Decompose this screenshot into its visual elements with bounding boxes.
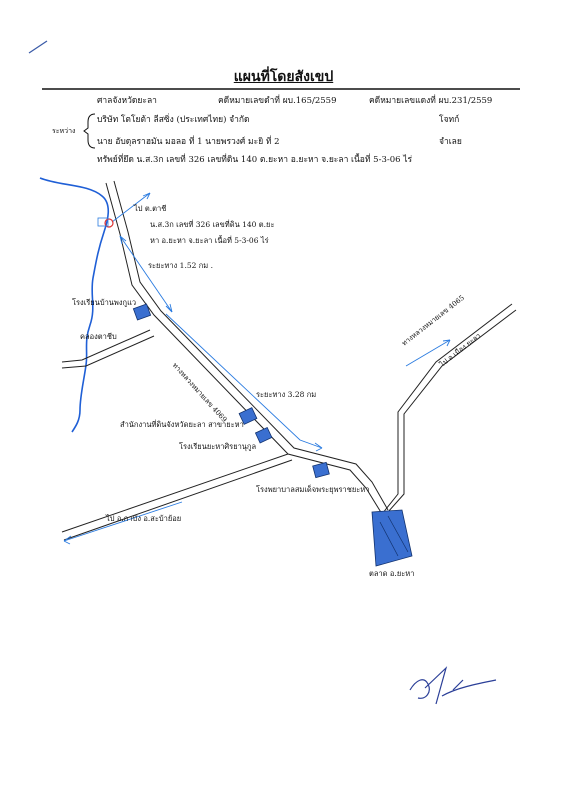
page-title: แผนที่โดยสังเขป (233, 69, 334, 85)
marker-hospital (312, 461, 330, 479)
marker-school-2 (254, 426, 273, 444)
river-line (39, 177, 110, 433)
label-school-2: โรงเรียนยะหาศิรยานุกูล (179, 442, 257, 451)
parcel-marker-icon (97, 217, 114, 228)
marker-market (371, 509, 413, 567)
road-canal-side (61, 329, 155, 369)
label-distance-2: ระยะทาง 3.28 กม (256, 390, 317, 399)
marker-land-office (238, 407, 258, 425)
plaintiff-name: บริษัท โตโยต้า ลีสซิ่ง (ประเทศไทย) จำกัด (97, 115, 250, 125)
road-to-kabang (61, 453, 293, 541)
label-parcel-line1: น.ส.3ก เลขที่ 326 เลขที่ดิน 140 ต.ยะ (150, 220, 275, 229)
signature (409, 666, 497, 705)
road-highway-4065 (381, 303, 517, 515)
label-hospital: โรงพยาบาลสมเด็จพระยุพราชยะหา (256, 485, 370, 494)
direction-arrows (63, 192, 451, 545)
label-land-office: สำนักงานที่ดินจังหวัดยะลา สาขายะหา (120, 420, 244, 429)
red-case-number: คดีหมายเลขแดงที่ ผบ.231/2559 (369, 96, 493, 106)
seized-property: ทรัพย์ที่ยึด น.ส.3ก เลขที่ 326 เลขที่ดิน… (97, 155, 413, 165)
label-parcel-line2: หา อ.ยะหา จ.ยะลา เนื้อที่ 5-3-06 ไร่ (150, 236, 269, 245)
court-name: ศาลจังหวัดยะลา (97, 96, 157, 106)
label-market: ตลาด อ.ยะหา (369, 569, 415, 578)
plaintiff-role: โจทก์ (439, 115, 460, 125)
parties-bracket (83, 113, 96, 149)
label-distance-1: ระยะทาง 1.52 กม . (148, 261, 214, 270)
parties-label: ระหว่าง (52, 127, 76, 135)
marker-school-1 (132, 303, 152, 321)
road-highway-4069 (105, 180, 389, 515)
label-to-bacho: ไป ต.ตาชี (134, 204, 167, 213)
defendant-role: จำเลย (439, 137, 462, 147)
margin-stroke (28, 40, 48, 54)
black-case-number: คดีหมายเลขดำที่ ผบ.165/2559 (218, 96, 337, 106)
defendant-name: นาย อับดุลราฮมัน มอลอ ที่ 1 นายพรวงศ์ มะ… (97, 137, 280, 147)
label-school-1: โรงเรียนบ้านพงกูแว (72, 298, 137, 307)
label-to-kabang: ไป อ.กาบัง อ.สะบ้าย้อย (106, 514, 182, 523)
label-canal: คลองตาชีบ (80, 332, 117, 341)
distance-annotations (119, 235, 323, 452)
